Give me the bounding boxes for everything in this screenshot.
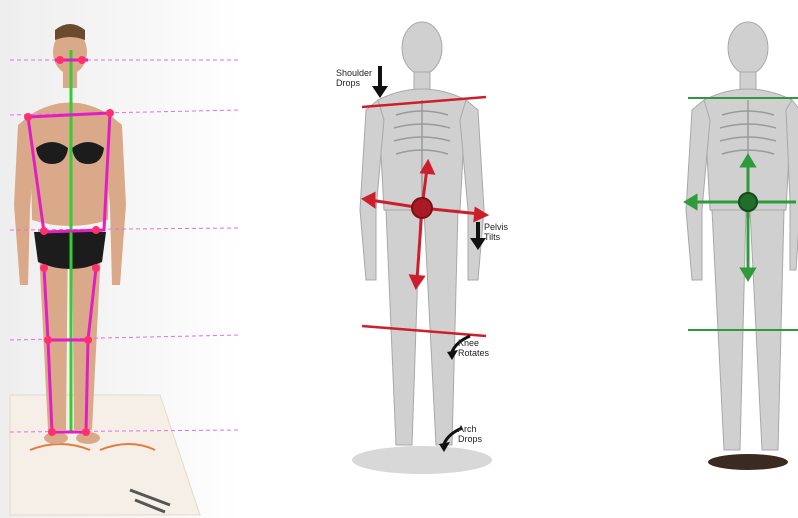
crosshair-icon xyxy=(739,193,757,211)
misaligned-skeleton-panel: Shoulder Drops Pelvis Tilts Knee Rotates… xyxy=(300,0,540,518)
aligned-skeleton-panel xyxy=(660,0,798,518)
down-arrow-icon xyxy=(372,66,388,98)
posture-photo xyxy=(0,0,240,518)
posture-photo-panel xyxy=(0,0,240,518)
shoulder-drops-label: Shoulder Drops xyxy=(336,68,372,88)
crosshair-icon xyxy=(412,198,432,218)
arch-drops-label: Arch Drops xyxy=(458,424,482,444)
floor-mat xyxy=(10,395,200,515)
pelvis-tilts-label: Pelvis Tilts xyxy=(484,222,508,242)
knee-line xyxy=(362,326,486,336)
aligned-skeleton xyxy=(660,0,798,518)
body-silhouette xyxy=(686,22,798,450)
knee-rotates-label: Knee Rotates xyxy=(458,338,489,358)
